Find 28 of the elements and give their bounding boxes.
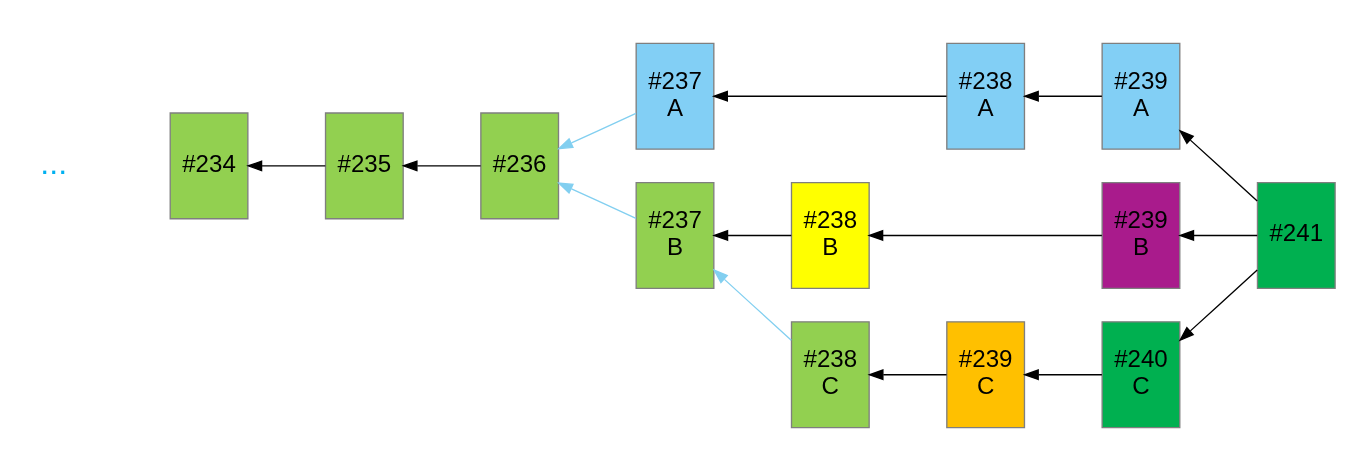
- node-box: #237 A: [635, 42, 715, 150]
- arrow: [1022, 368, 1103, 380]
- arrow: [1022, 90, 1103, 102]
- node-box: #239 B: [1101, 181, 1181, 289]
- node-box: #241: [1256, 181, 1336, 289]
- node-box: #239 A: [1101, 42, 1181, 150]
- node-box: #235: [324, 111, 404, 219]
- node-box: #240 C: [1101, 320, 1181, 428]
- arrow: [557, 112, 637, 149]
- arrow: [712, 268, 792, 341]
- arrow: [712, 229, 792, 241]
- arrow: [1178, 128, 1258, 202]
- node-box: #237 B: [635, 181, 715, 289]
- arrow: [1178, 268, 1258, 342]
- arrow: [867, 229, 1103, 241]
- arrow: [711, 90, 948, 102]
- node-box: #234: [169, 111, 249, 219]
- arrow: [246, 159, 326, 171]
- arrow: [401, 159, 482, 171]
- node-box: #239 C: [946, 320, 1026, 428]
- node-box: #238 B: [790, 181, 870, 289]
- label: ...: [40, 144, 68, 181]
- arrow: [867, 368, 948, 380]
- node-box: #236: [480, 111, 560, 219]
- node-box: #238 C: [790, 320, 870, 428]
- node-box: #238 A: [946, 42, 1026, 150]
- arrow: [1178, 229, 1258, 241]
- arrow: [557, 181, 637, 219]
